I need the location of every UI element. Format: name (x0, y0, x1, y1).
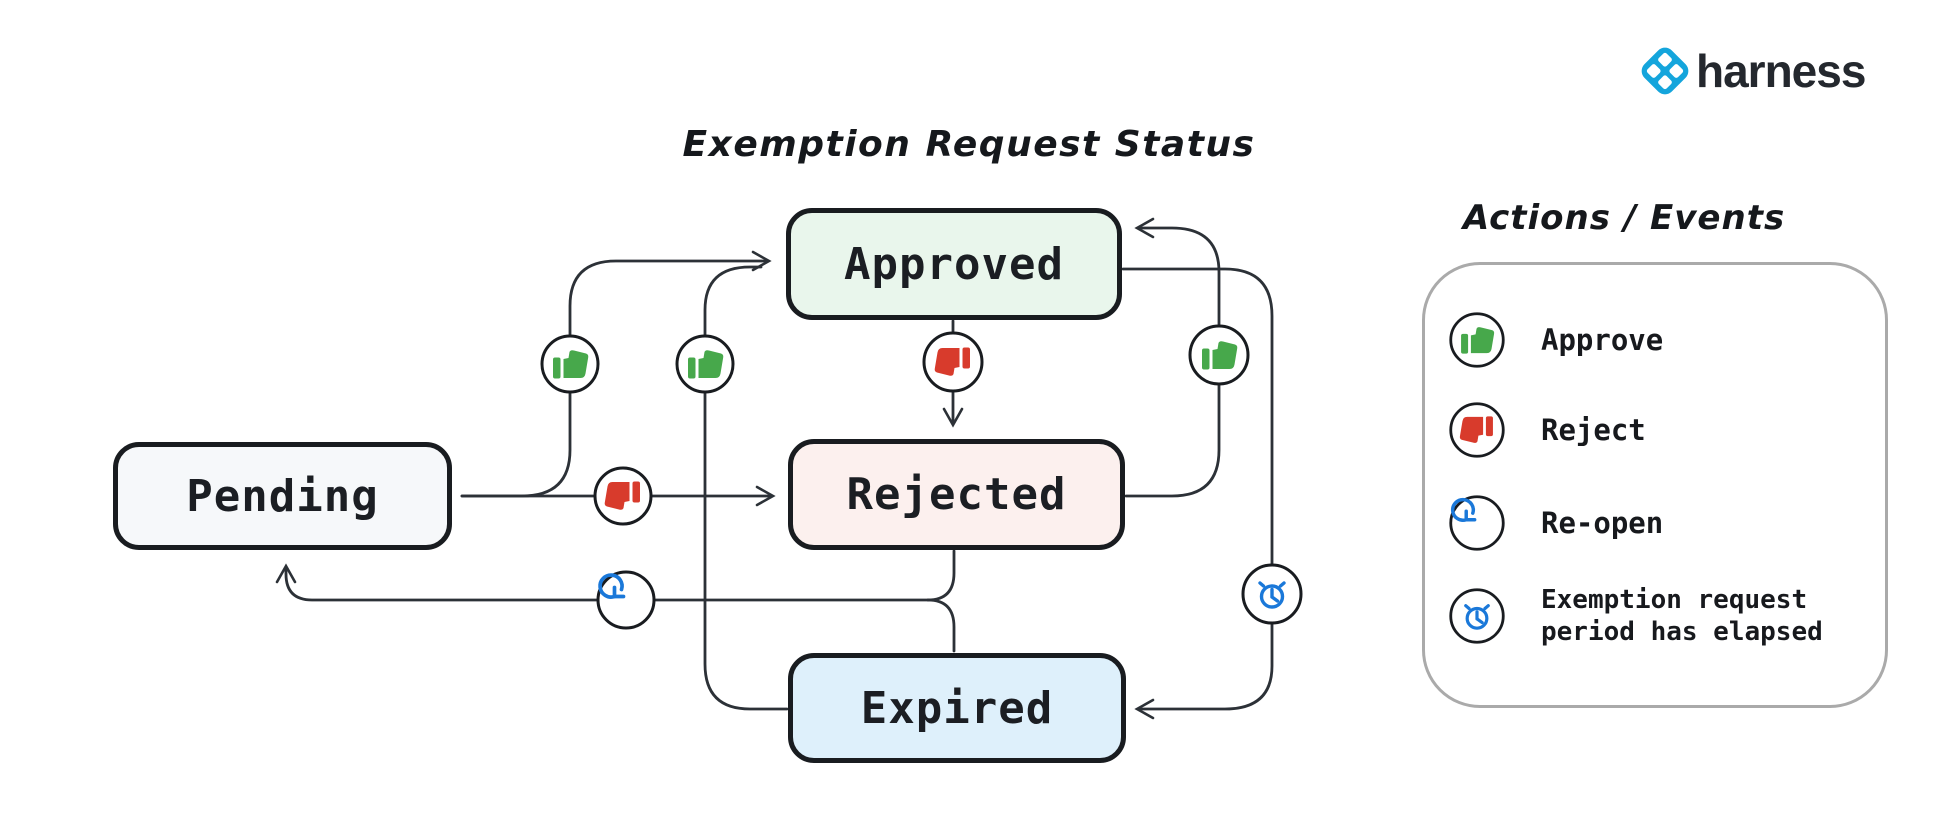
state-approved: Approved (786, 208, 1122, 320)
edge-pending-approved-arrow (568, 250, 772, 338)
legend-label-period-elapsed: Exemption request period has elapsed (1541, 585, 1823, 647)
alarm-clock-icon (1449, 588, 1505, 644)
edge-reopen-pending-arrow (275, 563, 599, 602)
state-expired-label: Expired (860, 682, 1054, 734)
harness-logo: harness (1636, 42, 1866, 100)
diagram-title: Exemption Request Status (682, 124, 1256, 165)
edge-action-badges (540, 324, 1303, 630)
legend-item-approve: Approve (1447, 310, 1663, 370)
legend-item-reopen: Re-open (1447, 493, 1663, 553)
thumbs-down-icon (1449, 402, 1505, 458)
edge-pending-approved (460, 390, 572, 498)
state-pending-label: Pending (186, 470, 379, 522)
legend-label-approve: Approve (1541, 323, 1664, 357)
state-pending: Pending (113, 442, 452, 550)
edge-approved-expired-arrow (1134, 622, 1274, 720)
legend-title: Actions / Events (1462, 198, 1786, 238)
state-approved-label: Approved (844, 238, 1064, 290)
state-expired: Expired (788, 653, 1126, 763)
legend-item-reject: Reject (1447, 400, 1646, 460)
edge-expired-approved-top (703, 265, 763, 337)
legend-label-reject: Reject (1541, 413, 1646, 447)
edge-expired-reopen-branch (926, 598, 956, 653)
edge-rejected-approved (1124, 383, 1221, 498)
harness-logo-icon (1641, 47, 1689, 95)
state-rejected: Rejected (788, 439, 1125, 550)
state-rejected-label: Rejected (846, 469, 1067, 520)
edge-rejected-approved-arrow (1134, 217, 1221, 327)
badge-reopen (596, 570, 656, 630)
legend-label-reopen: Re-open (1541, 506, 1664, 540)
edge-rejected-reopen-branch (926, 549, 956, 602)
legend-item-period-elapsed: Exemption request period has elapsed (1447, 584, 1871, 648)
harness-logo-wordmark: harness (1696, 45, 1866, 97)
edge-expired-approved (703, 391, 789, 711)
edge-approved-expired (1121, 267, 1274, 566)
thumbs-up-icon (1449, 312, 1505, 368)
reopen-icon (1449, 495, 1505, 551)
